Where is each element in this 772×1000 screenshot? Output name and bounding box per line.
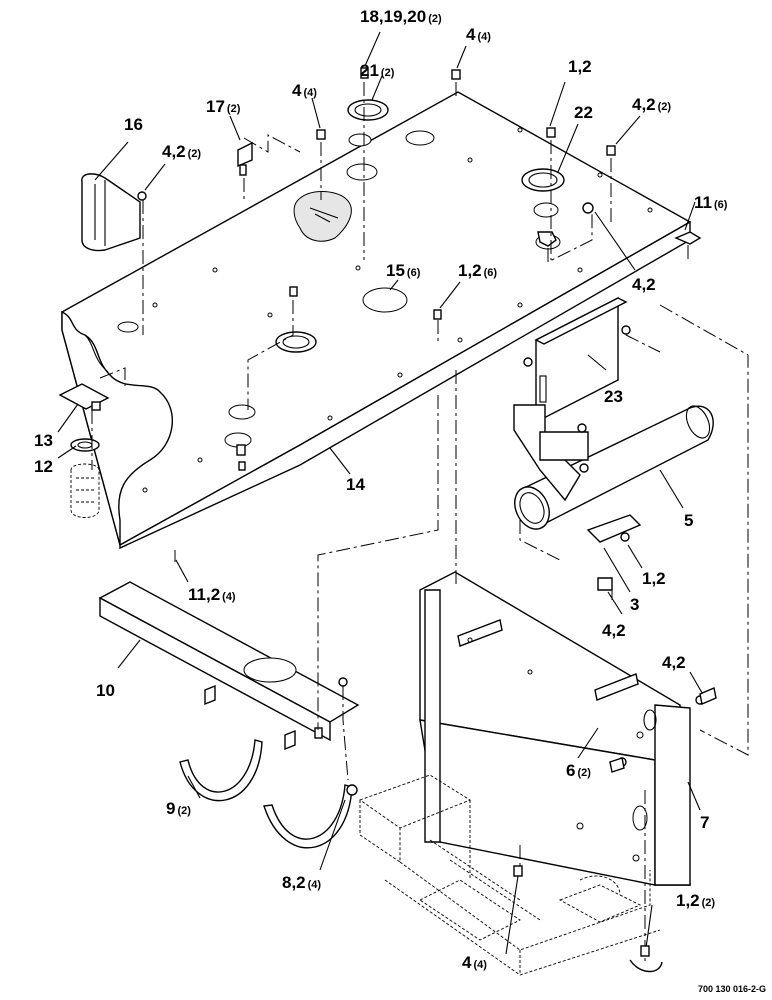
callout-17: 17(2) [206, 97, 241, 116]
callout-21: 21(2) [360, 61, 395, 80]
assembly-center-lines [91, 82, 749, 965]
chassis-frame-phantom [359, 774, 661, 976]
callout-4-2-left: 4,2(2) [162, 142, 201, 161]
lower-housing-10 [98, 581, 360, 751]
callout-1-2-bottom: 1,2(2) [676, 891, 715, 910]
callout-14: 14 [346, 475, 365, 494]
callout-8-2: 8,2(4) [282, 873, 321, 892]
callout-3: 3 [630, 595, 639, 614]
callout-18-19-20: 18,19,20(2) [360, 7, 442, 26]
clamp-straps [179, 739, 358, 849]
callout-6: 6(2) [566, 761, 591, 780]
callout-7: 7 [700, 813, 709, 832]
exhaust-tube-5 [513, 404, 714, 530]
callout-4-bottom: 4(4) [462, 953, 487, 972]
callout-1-2-top: 1,2 [568, 57, 592, 76]
callout-5: 5 [684, 511, 693, 530]
callout-11-2: 11,2(4) [188, 585, 236, 604]
callout-10: 10 [96, 681, 115, 700]
callout-4-top: 4(4) [466, 25, 491, 44]
callout-4-2-mid: 4,2 [632, 275, 656, 294]
drawing-reference-code: 700 130 016-2-G [698, 984, 766, 994]
callout-1-2-mid: 1,2(6) [458, 261, 497, 280]
callout-4-left: 4(4) [292, 81, 317, 100]
callout-22: 22 [574, 103, 593, 122]
callout-23: 23 [604, 387, 623, 406]
callout-11: 11(6) [694, 193, 728, 212]
callout-4-2-cover: 4,2 [662, 653, 686, 672]
callout-13: 13 [34, 431, 53, 450]
bracket-23 [523, 296, 631, 424]
platform-holes [117, 127, 653, 493]
callout-4-2-right: 4,2(2) [632, 95, 671, 114]
callout-9: 9(2) [166, 799, 191, 818]
bracket-3 [586, 514, 642, 591]
leader-lines [57, 31, 706, 955]
callout-1-2-lower: 1,2 [642, 569, 666, 588]
callout-16: 16 [124, 115, 143, 134]
upper-hardware [81, 67, 702, 471]
callout-labels: 18,19,20(2) 4(4) 21(2) 4(4) 17(2) 16 4,2… [34, 7, 728, 972]
small-fasteners [513, 687, 717, 973]
callout-12: 12 [34, 457, 53, 476]
callout-4-2-lower: 4,2 [602, 621, 626, 640]
callout-15: 15(6) [386, 261, 421, 280]
main-platform-panel [61, 91, 692, 550]
side-cover-7 [419, 571, 705, 886]
